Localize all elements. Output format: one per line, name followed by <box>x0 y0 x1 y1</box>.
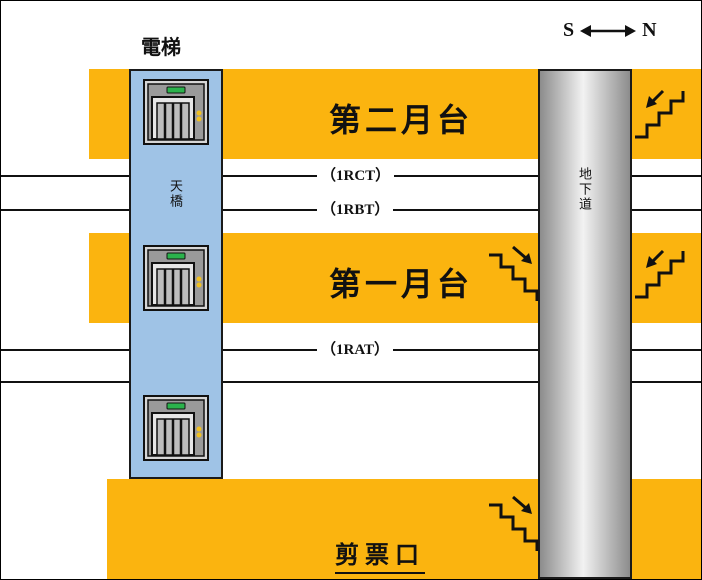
track-label-rbt: （1RBT） <box>317 201 394 219</box>
platform-2-title: 第二月台 <box>329 101 474 139</box>
track-label-rat: （1RAT） <box>317 341 394 359</box>
overpass-label: 天橋 <box>167 179 182 209</box>
compass-north: N <box>642 19 657 41</box>
stairs-icon <box>489 245 539 301</box>
compass-south: S <box>563 19 575 41</box>
track-label-rct: （1RCT） <box>317 167 395 185</box>
elevator-heading: 電梯 <box>141 35 181 59</box>
stairs-icon <box>635 249 685 299</box>
underpass: 地下道 <box>538 69 632 579</box>
elevator-icon <box>143 395 209 461</box>
elevator-icon <box>143 79 209 145</box>
stairs-icon <box>635 89 685 139</box>
elevator-icon <box>143 245 209 311</box>
stairs-icon <box>489 495 539 551</box>
platform-1-title: 第一月台 <box>329 265 474 303</box>
compass: S N <box>563 19 657 42</box>
double-arrow-icon <box>580 24 637 37</box>
underpass-label: 地下道 <box>576 167 591 212</box>
track-rat-lower <box>1 381 701 383</box>
ticket-gate-label: 剪票口 <box>335 535 425 574</box>
